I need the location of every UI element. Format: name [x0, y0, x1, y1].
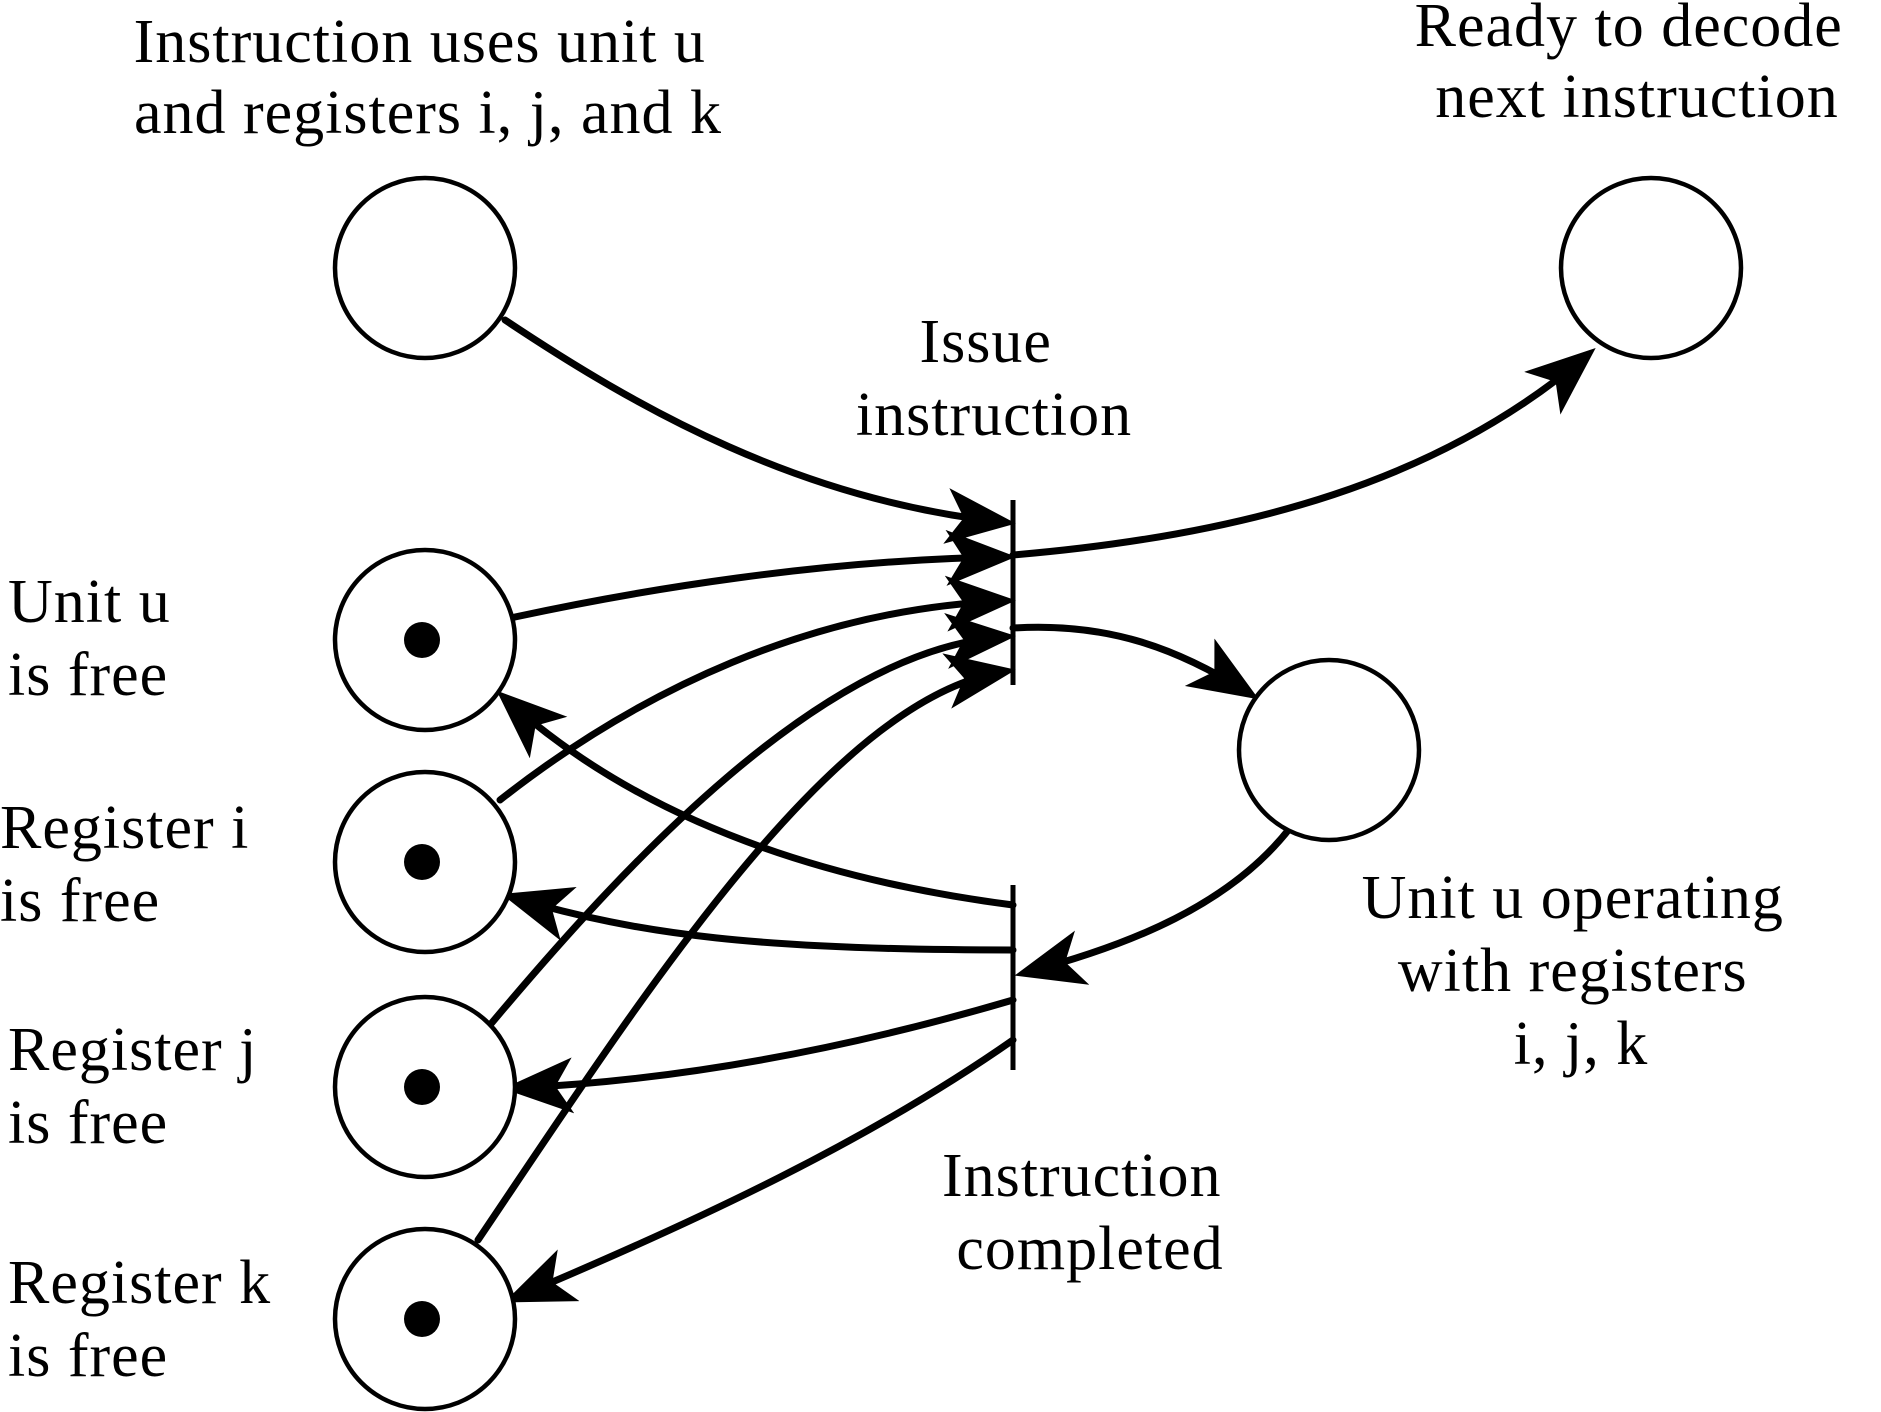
arc-issue-to-unit-operating [1009, 623, 1259, 700]
arc-register-k-to-issue [474, 653, 1016, 1244]
arc-instruction-to-issue [501, 316, 1016, 544]
label-issue-instruction: Issue instruction [856, 308, 1132, 449]
arcs [474, 316, 1596, 1303]
token-register-j [404, 1069, 440, 1105]
arc-register-j-to-issue [486, 613, 1016, 1029]
place-instruction-uses-unit [332, 175, 518, 361]
arc-completed-to-register-i [501, 887, 1017, 954]
arc-issue-to-ready [1009, 347, 1596, 559]
arc-unit-operating-to-completed [1014, 824, 1294, 985]
label-register-j-free: Register j is free [8, 1016, 274, 1157]
arc-unit-to-issue [511, 529, 1016, 621]
arc-completed-to-register-k [504, 1036, 1017, 1303]
arc-completed-to-register-j [503, 996, 1017, 1114]
label-ready-to-decode: Ready to decode next instruction [1415, 0, 1860, 131]
label-register-i-free: Register i is free [0, 794, 266, 935]
token-register-i [404, 844, 440, 880]
label-unit-operating: Unit u operating with registers i, j, k [1362, 864, 1801, 1078]
place-unit-operating [1236, 657, 1422, 843]
token-unit-free [404, 622, 440, 658]
label-instruction-completed: Instruction completed [942, 1142, 1238, 1283]
label-unit-free: Unit u is free [8, 568, 187, 709]
arc-completed-to-unit [496, 690, 1017, 909]
place-ready-to-decode [1558, 175, 1744, 361]
token-register-k [404, 1301, 440, 1337]
label-instruction-uses: Instruction uses unit u and registers i,… [134, 8, 723, 147]
label-register-k-free: Register k is free [8, 1249, 288, 1390]
